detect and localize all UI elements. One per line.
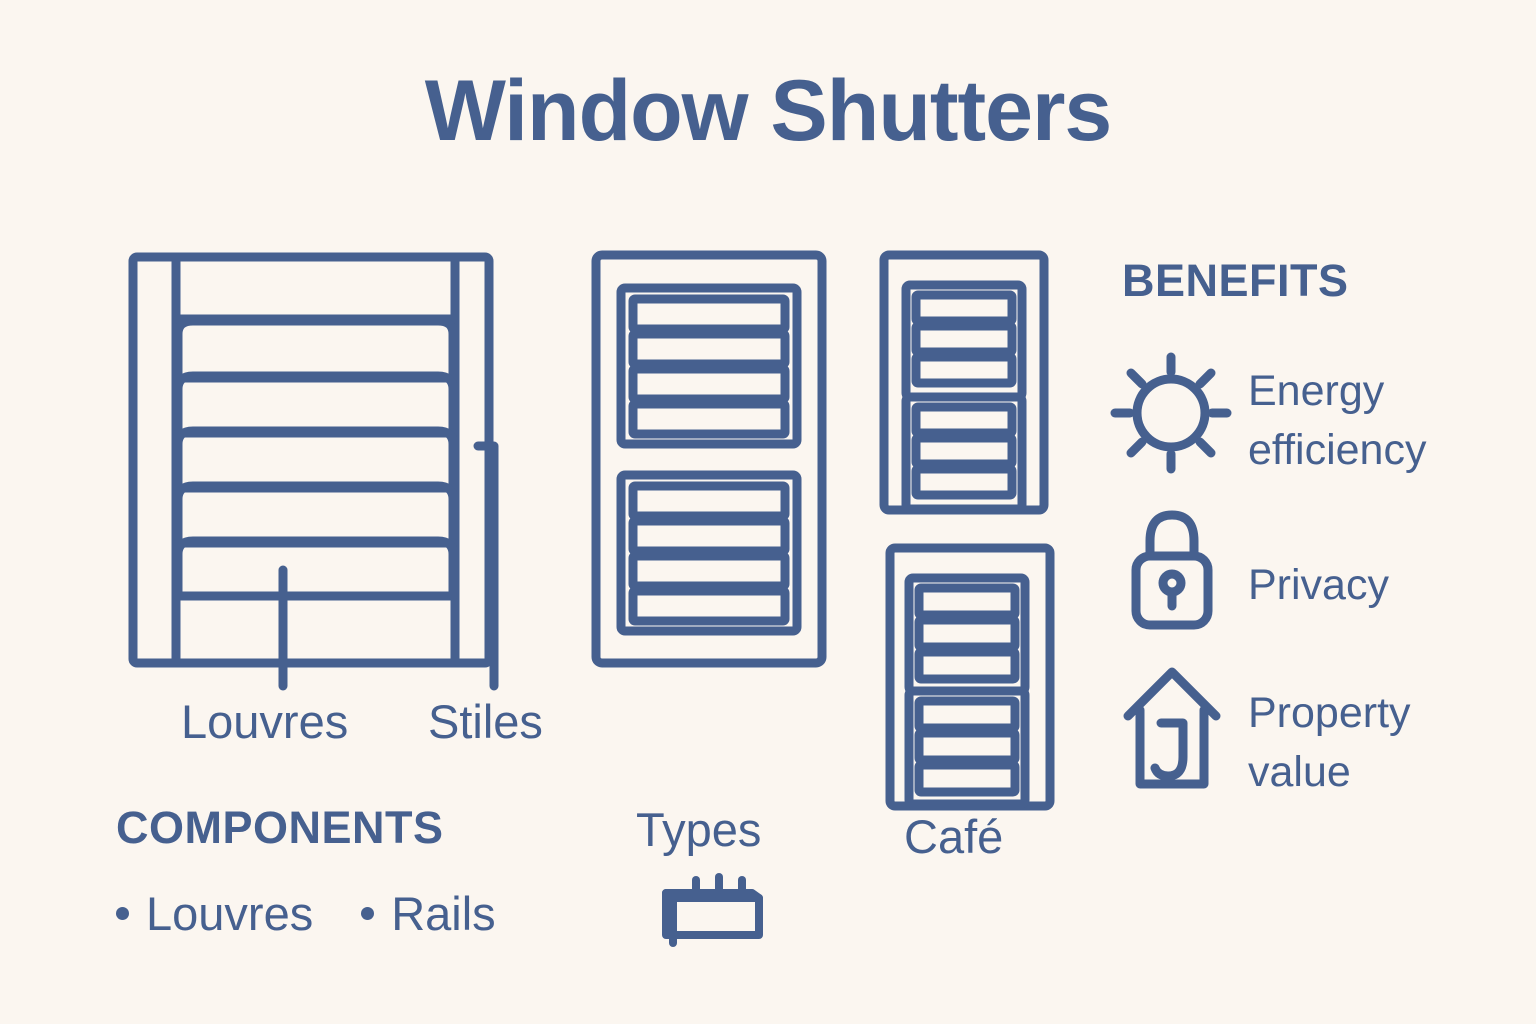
component-item-label: Rails [391,887,496,940]
benefit-label-energy-efficiency: Energy efficiency [1248,362,1426,481]
louvred-shutter-panel [128,252,499,691]
benefit-label-privacy: Privacy [1248,556,1389,615]
types-panel-group-bottom [616,470,802,636]
cafe-slat [911,433,1017,469]
shutter-frame [128,252,494,668]
types-slat [628,399,790,439]
full-height-shutter-panel [591,250,827,668]
cafe-slat [914,728,1020,765]
louvre-slat [173,481,458,548]
types-outer-frame [591,250,827,668]
louvre-slat [173,536,458,601]
benefit-line: Privacy [1248,561,1389,609]
cafe-slat [911,352,1017,388]
component-item-rails: Rails [361,886,496,941]
types-panel-group-top [616,283,802,449]
bullet-dot-icon [116,907,129,920]
component-item-label: Louvres [146,887,314,940]
sun-icon [1110,352,1232,474]
types-slat [628,586,790,626]
cafe-panel-lower [885,543,1055,811]
cafe-outer-frame [879,250,1049,515]
components-list: Louvres Rails [116,886,496,941]
types-slat [628,364,790,404]
callout-label-louvres: Louvres [181,695,349,748]
cafe-panel-upper [879,250,1049,515]
cafe-slat [914,615,1020,652]
cafe-slat [914,760,1020,797]
cafe-shutter-panels [879,250,1055,811]
page-title: Window Shutters [424,63,1113,159]
benefit-line: value [1248,748,1351,797]
cafe-slat [914,696,1020,733]
types-slat [628,294,790,334]
benefit-line: Energy [1248,367,1385,415]
benefit-line: Property [1248,689,1411,737]
cafe-slat [911,290,1017,326]
cafe-slat [911,464,1017,500]
types-label: Types [636,803,762,856]
types-slat [628,516,790,556]
benefit-label-property-value: Property value [1248,684,1411,803]
cafe-label: Café [904,810,1004,863]
benefits-heading: BENEFITS [1122,255,1349,306]
component-item-louvres: Louvres [116,886,313,941]
cafe-slat [911,402,1017,438]
shutter-slat-icon [662,873,763,947]
callout-label-stiles: Stiles [428,695,543,748]
types-slat [628,329,790,369]
cafe-slat [911,321,1017,357]
benefit-line: efficiency [1248,426,1427,475]
cafe-panel-group [901,392,1027,514]
cafe-slat [914,583,1020,620]
lock-icon [1131,510,1213,630]
louvre-slat [173,316,458,383]
cafe-panel-group [901,280,1027,402]
cafe-panel-group [904,686,1030,809]
bullet-dot-icon [361,907,375,920]
components-heading: COMPONENTS [116,802,444,853]
cafe-panel-group [904,573,1030,696]
louvre-slat [173,371,458,438]
types-slat [628,551,790,591]
stiles-leader-line [473,441,499,691]
cafe-slat [914,647,1020,684]
cafe-outer-frame [885,543,1055,811]
louvre-slat [173,426,458,493]
house-icon [1123,667,1221,789]
types-slat [628,481,790,521]
